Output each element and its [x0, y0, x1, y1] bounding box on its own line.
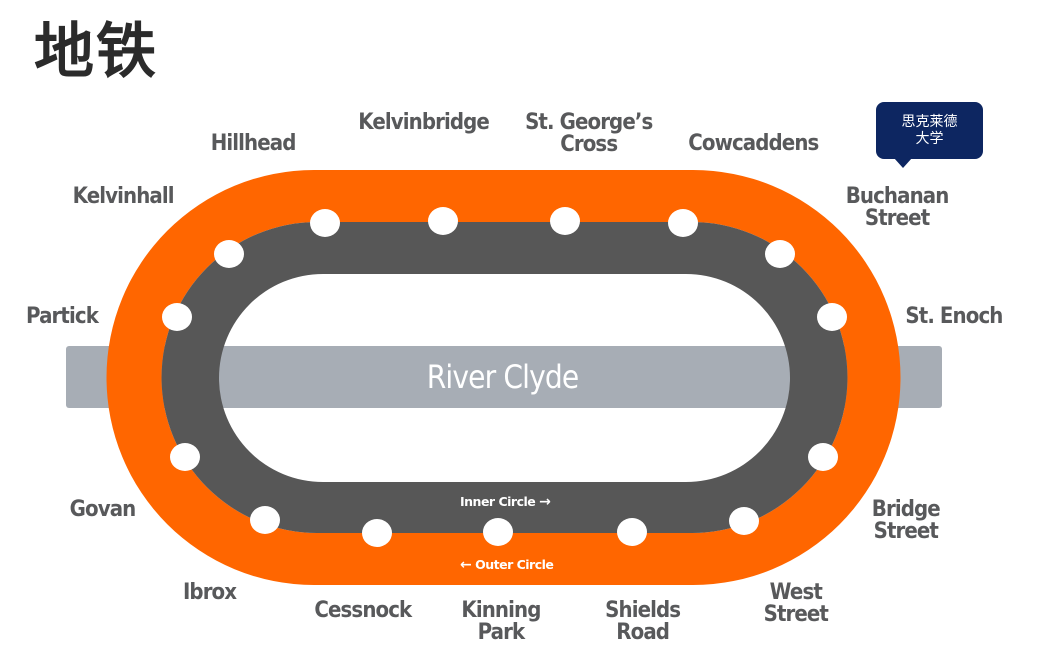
station-dot-hillhead[interactable] — [310, 209, 340, 237]
station-dot-buchanan-street[interactable] — [765, 240, 795, 268]
station-name: Shields — [605, 598, 681, 623]
arrow-left-icon: ← — [460, 557, 472, 573]
station-label-shields-road[interactable]: Shields Road — [605, 598, 681, 645]
station-name: Street — [873, 519, 939, 544]
station-label-ibrox[interactable]: Ibrox — [182, 580, 237, 605]
university-badge[interactable]: 思克莱德 大学 — [876, 102, 983, 168]
river-clyde-bar — [66, 346, 942, 408]
page-title: 地铁 — [34, 17, 158, 87]
station-label-govan[interactable]: Govan — [69, 497, 137, 522]
station-dot-st-georges-cross[interactable] — [550, 207, 580, 235]
arrow-right-icon: → — [539, 494, 551, 510]
station-label-hillhead[interactable]: Hillhead — [210, 131, 297, 156]
station-name: Park — [477, 620, 526, 645]
station-name: Partick — [25, 304, 99, 329]
station-label-st-georges-cross[interactable]: St. George’s Cross — [525, 110, 653, 157]
station-label-cowcaddens[interactable]: Cowcaddens — [688, 131, 819, 156]
station-dot-kelvinbridge[interactable] — [428, 207, 458, 235]
badge-line-2: 大学 — [915, 130, 944, 147]
station-label-buchanan-street[interactable]: Buchanan Street — [845, 184, 950, 231]
station-dot-kinning-park[interactable] — [483, 518, 513, 546]
station-label-kelvinbridge[interactable]: Kelvinbridge — [358, 110, 490, 135]
station-name: Street — [864, 206, 930, 231]
station-dots — [162, 207, 847, 547]
station-name: Kelvinbridge — [358, 110, 490, 135]
station-dot-bridge-street[interactable] — [808, 443, 838, 471]
station-name: Road — [616, 620, 670, 645]
station-label-kelvinhall[interactable]: Kelvinhall — [72, 184, 175, 209]
station-name: St. Enoch — [905, 304, 1003, 329]
station-name: Buchanan — [845, 184, 950, 209]
station-dot-cessnock[interactable] — [362, 519, 392, 547]
station-label-west-street[interactable]: West Street — [763, 580, 829, 627]
inner-circle-text: Inner Circle — [460, 494, 536, 509]
station-dot-st-enoch[interactable] — [817, 303, 847, 331]
inner-circle-label: Inner Circle → — [460, 494, 551, 510]
station-label-kinning-park[interactable]: Kinning Park — [461, 598, 541, 645]
station-name: Bridge — [871, 497, 941, 522]
badge-line-1: 思克莱德 — [901, 113, 958, 130]
station-name: Cowcaddens — [688, 131, 819, 156]
station-dot-shields-road[interactable] — [617, 518, 647, 546]
station-name: Govan — [69, 497, 137, 522]
outer-circle-label: ← Outer Circle — [460, 557, 554, 573]
station-name: Kelvinhall — [72, 184, 175, 209]
station-name: Kinning — [461, 598, 541, 623]
station-label-partick[interactable]: Partick — [25, 304, 99, 329]
station-dot-govan[interactable] — [170, 443, 200, 471]
station-label-bridge-street[interactable]: Bridge Street — [871, 497, 941, 544]
station-name: Hillhead — [210, 131, 297, 156]
station-name: Cross — [560, 132, 618, 157]
station-label-st-enoch[interactable]: St. Enoch — [905, 304, 1003, 329]
station-dot-kelvinhall[interactable] — [214, 240, 244, 268]
station-dot-west-street[interactable] — [729, 507, 759, 535]
station-name: West — [769, 580, 823, 605]
station-name: Ibrox — [182, 580, 237, 605]
river-label: River Clyde — [426, 358, 579, 396]
station-label-cessnock[interactable]: Cessnock — [314, 598, 412, 623]
station-dot-cowcaddens[interactable] — [668, 209, 698, 237]
station-dot-partick[interactable] — [162, 303, 192, 331]
station-name: Cessnock — [314, 598, 412, 623]
station-dot-ibrox[interactable] — [250, 506, 280, 534]
station-name: Street — [763, 602, 829, 627]
station-name: St. George’s — [525, 110, 653, 135]
outer-circle-text: Outer Circle — [475, 557, 554, 572]
